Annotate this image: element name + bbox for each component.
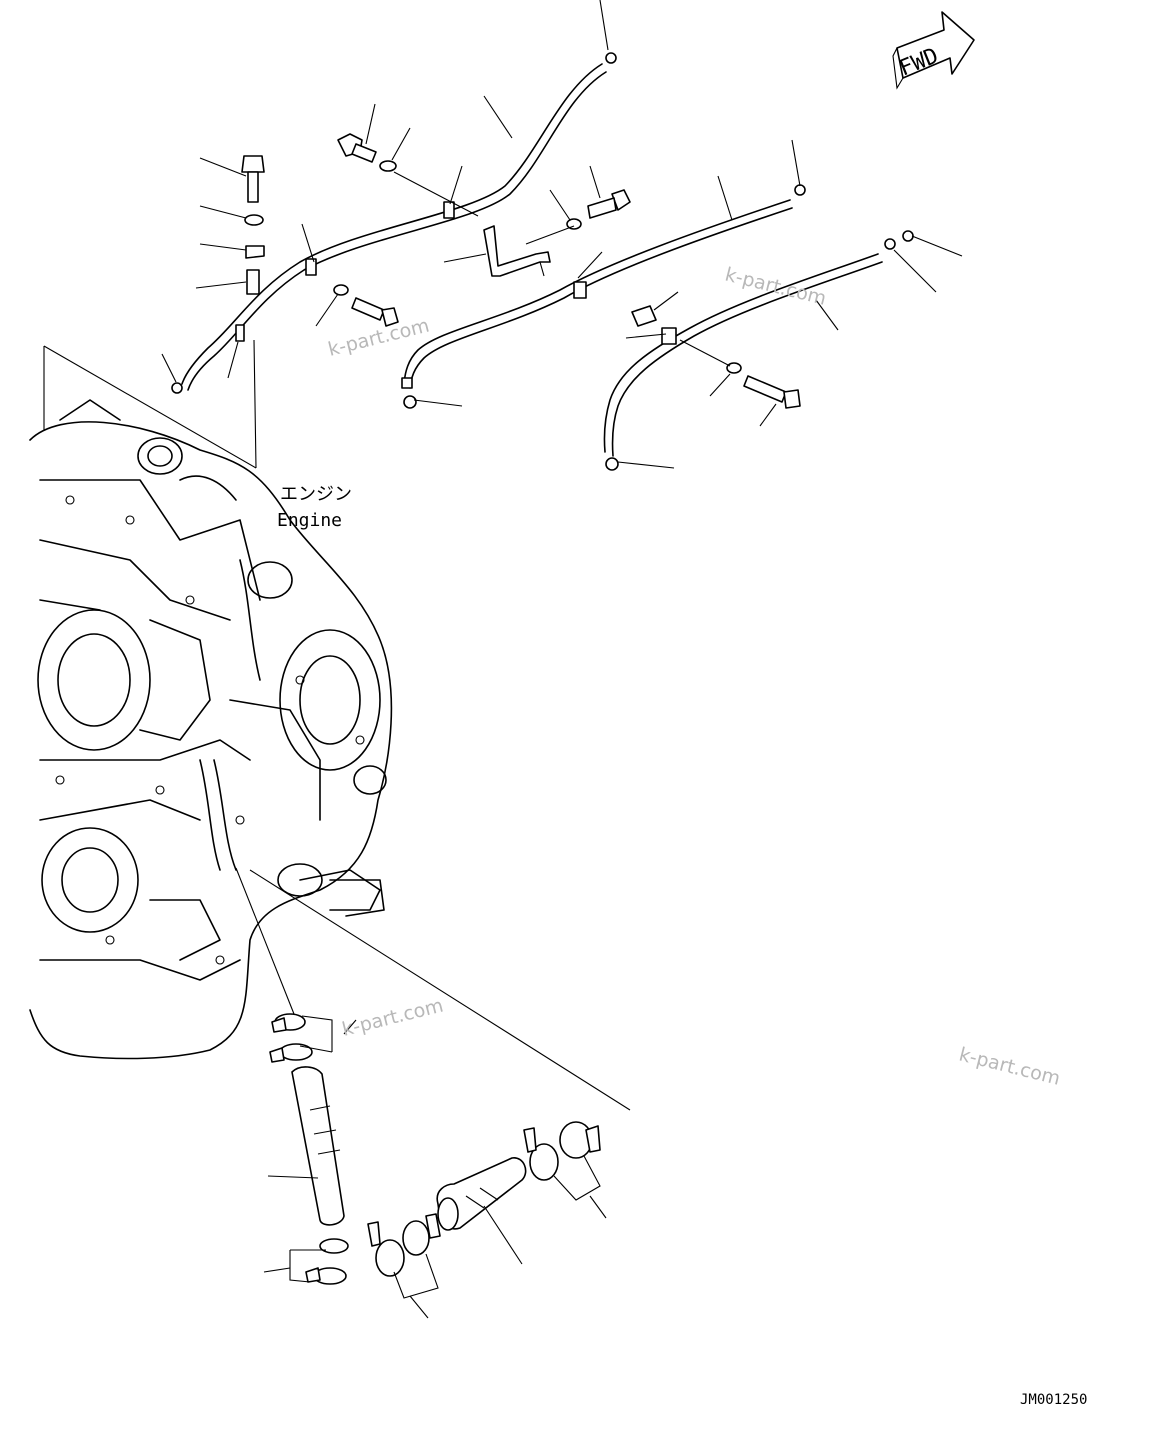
bolt-lower-left-icon [333, 284, 399, 327]
bolt-upper-icon [337, 133, 397, 172]
bolt-lower-right-icon [726, 362, 801, 409]
bolt-center-icon [566, 189, 631, 230]
tube-middle [401, 184, 806, 409]
watermark: k-part.com [723, 264, 829, 310]
engine-label-english: Engine [277, 510, 342, 531]
drawing-code: JM001250 [1020, 1392, 1087, 1408]
bolt-vertical-icon [241, 155, 265, 295]
watermark: k-part.com [326, 314, 432, 360]
engine-illustration [29, 339, 393, 1060]
callout-leaders [161, 0, 963, 469]
hose-straight [436, 1157, 527, 1231]
tube-right [603, 230, 914, 471]
bracket [483, 225, 551, 277]
tube-left [171, 52, 617, 394]
spacer-icon [631, 305, 657, 327]
hose-clamp-icons [269, 1013, 601, 1285]
lower-callout-leaders [263, 1015, 607, 1319]
engine-label-japanese: エンジン [280, 484, 352, 505]
hose-bent [291, 1066, 345, 1226]
fwd-arrow-icon: FWD [892, 11, 975, 90]
watermark: k-part.com [957, 1044, 1063, 1090]
watermark: k-part.com [340, 994, 446, 1040]
